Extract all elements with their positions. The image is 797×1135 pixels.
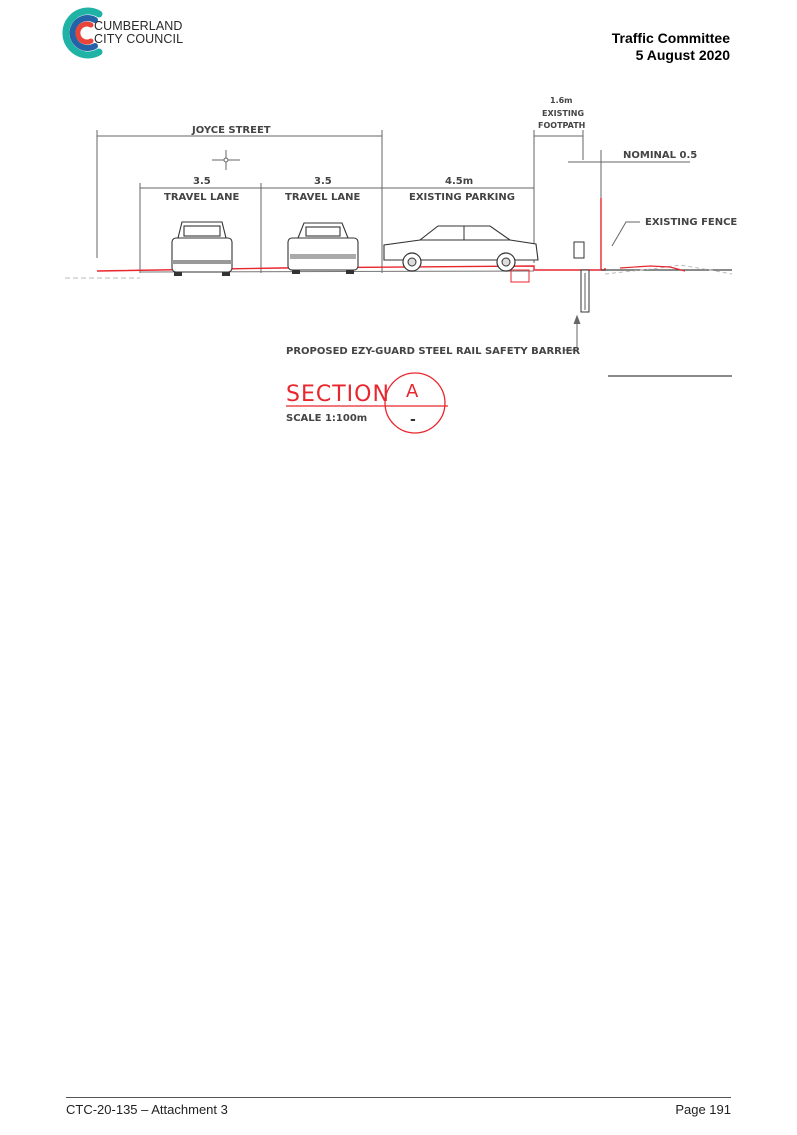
car-rear-view-1 bbox=[171, 221, 233, 276]
parking-label: EXISTING PARKING bbox=[409, 192, 515, 203]
footer-rule bbox=[66, 1097, 731, 1098]
existing-fence: EXISTING FENCE bbox=[600, 198, 737, 270]
fence-label: EXISTING FENCE bbox=[645, 217, 737, 228]
footpath-label-2: FOOTPATH bbox=[538, 121, 585, 130]
lane2-label: TRAVEL LANE bbox=[285, 192, 360, 203]
lane1-label: TRAVEL LANE bbox=[164, 192, 239, 203]
footer-reference: CTC-20-135 – Attachment 3 bbox=[66, 1102, 228, 1117]
committee-name: Traffic Committee bbox=[611, 30, 730, 46]
section-letter: A bbox=[406, 381, 419, 402]
scale-label: SCALE 1:100m bbox=[286, 413, 367, 424]
meeting-date: 5 August 2020 bbox=[635, 47, 730, 63]
barrier-label: PROPOSED EZY-GUARD STEEL RAIL SAFETY BAR… bbox=[286, 346, 580, 357]
section-title: SECTION bbox=[286, 382, 390, 407]
section-a-drawing: JOYCE STREET 3.5 TRAVEL LANE 3.5 TRAVEL … bbox=[65, 96, 737, 434]
car-rear-view-2 bbox=[287, 222, 359, 274]
lane1-width: 3.5 bbox=[193, 176, 211, 187]
street-dimension: JOYCE STREET bbox=[96, 125, 383, 258]
lane-dimensions: 3.5 TRAVEL LANE 3.5 TRAVEL LANE 4.5m EXI… bbox=[139, 176, 535, 273]
footpath-width: 1.6m bbox=[550, 96, 573, 105]
nominal-dimension: NOMINAL 0.5 bbox=[568, 150, 697, 268]
ground-profile bbox=[65, 264, 733, 283]
council-logo bbox=[55, 4, 225, 62]
section-title-block: SECTION A - SCALE 1:100m bbox=[286, 372, 448, 434]
org-line-2: CITY COUNCIL bbox=[94, 32, 184, 46]
car-side-view bbox=[383, 225, 539, 272]
safety-barrier: PROPOSED EZY-GUARD STEEL RAIL SAFETY BAR… bbox=[286, 241, 590, 357]
section-dash: - bbox=[410, 412, 416, 428]
council-logo-mark bbox=[62, 7, 103, 59]
org-line-1: CUMBERLAND bbox=[94, 19, 183, 33]
footpath-label-1: EXISTING bbox=[542, 109, 584, 118]
nominal-label: NOMINAL 0.5 bbox=[623, 150, 697, 161]
lane2-width: 3.5 bbox=[314, 176, 332, 187]
street-label: JOYCE STREET bbox=[191, 125, 271, 136]
footer-page-number: Page 191 bbox=[675, 1102, 731, 1117]
council-name: CUMBERLAND CITY COUNCIL bbox=[94, 20, 183, 46]
header-meta: Traffic Committee 5 August 2020 bbox=[612, 30, 730, 64]
parking-width: 4.5m bbox=[445, 176, 473, 187]
footpath-dimension: 1.6m EXISTING FOOTPATH bbox=[533, 96, 585, 183]
